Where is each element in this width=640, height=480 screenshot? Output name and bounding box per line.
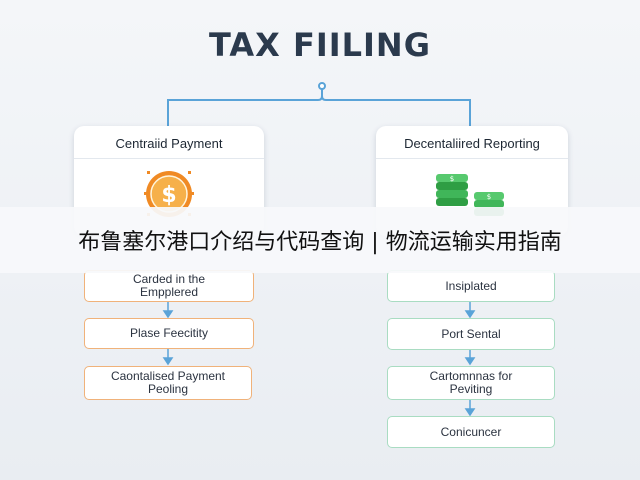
- split-node: [318, 82, 326, 90]
- right-step-3: Cartomnnas for Peviting: [387, 366, 555, 400]
- split-connector: [167, 86, 471, 126]
- svg-text:$: $: [161, 183, 176, 208]
- left-step-2: Plase Feecitity: [84, 318, 254, 349]
- right-card-title: Decentaliired Reporting: [404, 136, 540, 151]
- diagram-title: TAX FIILING: [209, 26, 431, 64]
- right-step-4-line-1: Conicuncer: [440, 424, 502, 439]
- right-step-2-line-1: Port Sental: [441, 326, 501, 341]
- left-step-3-line-2: Peoling: [147, 382, 189, 396]
- right-step-3-line-2: Peviting: [449, 382, 493, 396]
- dollar-coin-icon: $: [74, 168, 264, 238]
- left-step-2-line-1: Plase Feecitity: [129, 326, 209, 340]
- overlay-banner: 布鲁塞尔港口介绍与代码查询 | 物流运输实用指南: [0, 207, 640, 273]
- right-step-1-line-1: Insiplated: [445, 278, 497, 293]
- left-card-divider: [74, 158, 264, 159]
- stack-left: $: [436, 174, 468, 206]
- svg-text:$: $: [487, 193, 491, 201]
- left-card-title: Centraiid Payment: [115, 136, 223, 151]
- right-step-1: Insiplated: [387, 270, 555, 302]
- left-arrows: [162, 300, 174, 366]
- left-step-1-line-2: Empplered: [139, 285, 199, 299]
- right-step-3-line-1: Cartomnnas for: [429, 369, 513, 383]
- left-step-3: Caontalised Payment Peoling: [84, 366, 252, 400]
- left-step-1: Carded in the Empplered: [84, 270, 254, 302]
- right-step-4: Conicuncer: [387, 416, 555, 448]
- right-card-divider: [376, 158, 568, 159]
- left-step-3-line-1: Caontalised Payment: [110, 369, 226, 383]
- right-step-2: Port Sental: [387, 318, 555, 350]
- right-arrows: [464, 300, 476, 417]
- svg-text:$: $: [450, 175, 454, 183]
- left-step-1-line-1: Carded in the: [132, 272, 206, 286]
